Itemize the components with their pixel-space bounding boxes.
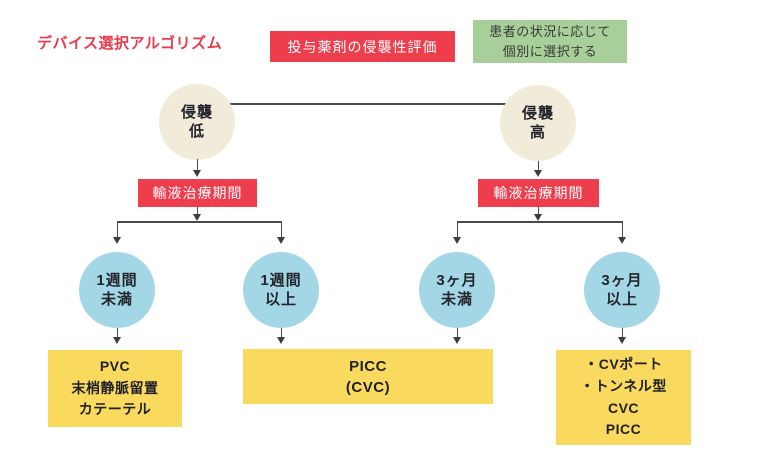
connector-line xyxy=(456,221,458,237)
month3-over-line1: 3ヶ月 xyxy=(601,271,643,289)
arrow-down-icon xyxy=(112,237,121,244)
week-under-line1: 1週間 xyxy=(96,271,138,289)
node-week-over: 1週間 以上 xyxy=(243,252,319,328)
result-cvport-line2: ・トンネル型 xyxy=(580,377,667,394)
connector-line xyxy=(116,328,118,338)
connector-line xyxy=(196,207,198,215)
month3-under-line1: 3ヶ月 xyxy=(436,271,478,289)
arrow-down-icon xyxy=(452,337,461,344)
patient-note-line1: 患者の状況に応じて xyxy=(489,24,611,39)
arrow-down-icon xyxy=(276,337,285,344)
invasion-high-line2: 高 xyxy=(529,124,546,141)
node-result-pvc: PVC 末梢静脈留置 カテーテル xyxy=(48,350,182,427)
assessment-label-box: 投与薬剤の侵襲性評価 xyxy=(270,31,455,62)
month3-under-line2: 未満 xyxy=(440,291,473,308)
invasion-low-line1: 侵襲 xyxy=(180,103,213,121)
arrow-down-icon xyxy=(533,214,542,221)
arrow-down-icon xyxy=(112,337,121,344)
result-cvport-line4: PICC xyxy=(605,421,642,438)
connector-line xyxy=(456,328,458,338)
connector-line xyxy=(196,159,198,170)
node-result-cvport: ・CVポート ・トンネル型 CVC PICC xyxy=(556,350,691,445)
connector-line xyxy=(537,161,539,170)
node-invasion-low: 侵襲 低 xyxy=(159,84,235,160)
arrow-down-icon xyxy=(617,237,626,244)
node-week-under: 1週間 未満 xyxy=(79,252,155,328)
connector-line xyxy=(280,221,282,237)
week-over-line2: 以上 xyxy=(264,291,297,308)
arrow-down-icon xyxy=(452,237,461,244)
connector-top-link xyxy=(197,103,538,105)
result-picc-line2: (CVC) xyxy=(345,378,391,396)
arrow-down-icon xyxy=(533,170,542,177)
node-result-picc: PICC (CVC) xyxy=(243,349,493,404)
period-right-label: 輸液治療期間 xyxy=(493,185,584,201)
node-invasion-high: 侵襲 高 xyxy=(500,85,576,161)
node-period-left: 輸液治療期間 xyxy=(138,179,257,207)
result-pvc-line3: カテーテル xyxy=(78,401,152,418)
result-cvport-line1: ・CVポート xyxy=(584,356,663,373)
connector-line xyxy=(621,328,623,338)
connector-line xyxy=(456,221,622,223)
period-left-label: 輸液治療期間 xyxy=(152,185,243,201)
node-month3-over: 3ヶ月 以上 xyxy=(584,252,660,328)
assessment-label: 投与薬剤の侵襲性評価 xyxy=(287,38,438,55)
connector-line xyxy=(116,221,118,237)
connector-line xyxy=(621,221,623,237)
result-pvc-line2: 末梢静脈留置 xyxy=(71,379,159,396)
node-month3-under: 3ヶ月 未満 xyxy=(419,252,495,328)
arrow-down-icon xyxy=(276,237,285,244)
page-title: デバイス選択アルゴリズム xyxy=(37,35,223,52)
connector-line xyxy=(537,207,539,215)
patient-note-box: 患者の状況に応じて 個別に選択する xyxy=(473,20,627,63)
result-pvc-line1: PVC xyxy=(99,357,131,374)
connector-line xyxy=(116,221,282,223)
month3-over-line2: 以上 xyxy=(605,291,638,308)
arrow-down-icon xyxy=(617,337,626,344)
arrow-down-icon xyxy=(192,214,201,221)
result-cvport-line3: CVC xyxy=(607,399,640,416)
invasion-high-line1: 侵襲 xyxy=(521,104,554,122)
week-over-line1: 1週間 xyxy=(260,271,302,289)
arrow-down-icon xyxy=(192,170,201,177)
patient-note-line2: 個別に選択する xyxy=(502,43,598,59)
result-picc-line1: PICC xyxy=(349,357,387,375)
connector-line xyxy=(280,328,282,338)
week-under-line2: 未満 xyxy=(100,291,133,308)
node-period-right: 輸液治療期間 xyxy=(478,179,599,207)
invasion-low-line2: 低 xyxy=(188,123,205,140)
